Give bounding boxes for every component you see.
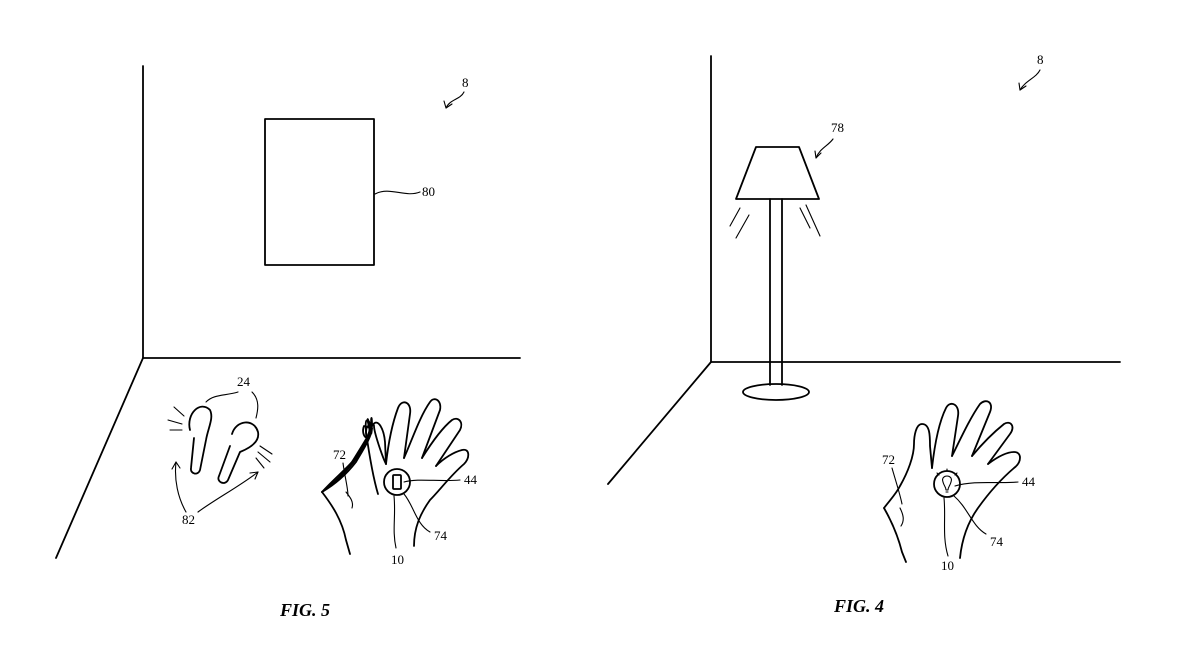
room-walls bbox=[55, 65, 521, 559]
ref-label-device: 10 bbox=[391, 552, 404, 567]
ref-arrows-earbuds bbox=[205, 391, 259, 419]
ref-label-circle: 74 bbox=[990, 534, 1004, 549]
earbud-left bbox=[188, 405, 213, 475]
ref-leader-icon bbox=[954, 481, 1019, 487]
hand-fig4 bbox=[883, 400, 1021, 563]
ref-label-icon: 44 bbox=[464, 472, 478, 487]
display-ring bbox=[933, 470, 961, 498]
earbud-right bbox=[217, 421, 260, 484]
ref-leader-device bbox=[393, 495, 397, 549]
figure-5: 8 80 24 82 bbox=[55, 65, 521, 620]
ref-label-hand: 72 bbox=[333, 447, 346, 462]
ref-leader-hand bbox=[891, 467, 903, 505]
ref-label-lamp: 78 bbox=[831, 120, 844, 135]
ref-label-hand: 72 bbox=[882, 452, 895, 467]
ref-label-system: 8 bbox=[462, 75, 469, 90]
display-panel bbox=[264, 118, 375, 266]
phone-icon bbox=[392, 474, 402, 490]
ref-label-display: 80 bbox=[422, 184, 435, 199]
ref-leader-circle bbox=[403, 493, 431, 533]
ref-label-system: 8 bbox=[1037, 52, 1044, 67]
ref-label-device: 10 bbox=[941, 558, 954, 573]
figure-caption: FIG. 4 bbox=[833, 596, 884, 616]
figure-4: 8 78 bbox=[607, 52, 1121, 616]
ref-arrows-sound bbox=[171, 461, 259, 513]
ref-leader-circle bbox=[953, 495, 987, 535]
ref-leader-hand bbox=[342, 462, 349, 497]
ref-leader-display bbox=[374, 190, 421, 195]
ref-arrow-lamp bbox=[814, 138, 834, 159]
ref-label-earbuds: 24 bbox=[237, 374, 251, 389]
room-walls bbox=[607, 55, 1121, 485]
sound-lines-right bbox=[255, 445, 273, 469]
sound-lines-left bbox=[167, 406, 185, 431]
ref-label-sound: 82 bbox=[182, 512, 195, 527]
ref-arrow-system bbox=[443, 91, 465, 109]
ref-arrow-system bbox=[1018, 69, 1041, 91]
floor-lamp bbox=[735, 146, 820, 401]
ref-leader-device bbox=[943, 497, 949, 557]
figure-caption: FIG. 5 bbox=[279, 600, 330, 620]
hand-fig5 bbox=[321, 398, 470, 555]
light-rays bbox=[729, 204, 821, 239]
ref-label-circle: 74 bbox=[434, 528, 448, 543]
display-ring bbox=[383, 468, 411, 496]
lightbulb-icon bbox=[936, 468, 958, 493]
ref-label-icon: 44 bbox=[1022, 474, 1036, 489]
ref-leader-icon bbox=[403, 479, 461, 483]
